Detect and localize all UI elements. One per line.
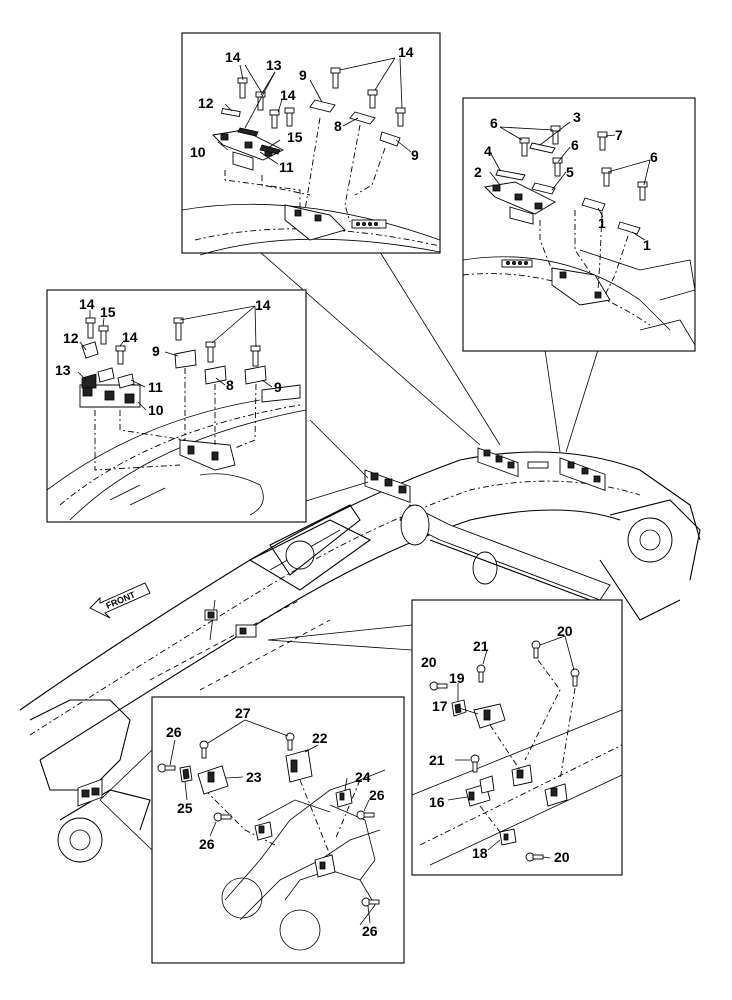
label-26: 26 xyxy=(199,836,215,852)
label-24: 24 xyxy=(355,769,371,785)
label-8: 8 xyxy=(334,118,342,134)
label-26: 26 xyxy=(369,787,385,803)
label-16: 16 xyxy=(429,794,445,810)
label-5: 5 xyxy=(566,164,574,180)
label-6: 6 xyxy=(490,115,498,131)
label-22: 22 xyxy=(312,730,328,746)
label-12: 12 xyxy=(198,95,214,111)
bolt-icon xyxy=(519,125,648,201)
label-8: 8 xyxy=(226,377,234,393)
label-9: 9 xyxy=(274,379,282,395)
label-13: 13 xyxy=(266,57,282,73)
label-19: 19 xyxy=(449,670,465,686)
label-18: 18 xyxy=(472,845,488,861)
boom-outline xyxy=(19,451,701,863)
detail-box-top: 14 13 14 9 12 14 8 15 10 11 9 xyxy=(181,32,441,256)
label-20: 20 xyxy=(554,849,570,865)
bolt-icon xyxy=(157,732,380,907)
label-14: 14 xyxy=(79,296,95,312)
label-27: 27 xyxy=(235,705,251,721)
detail-box-right: 3 6 7 6 4 2 6 5 1 1 xyxy=(462,97,696,352)
label-7: 7 xyxy=(615,127,623,143)
label-21: 21 xyxy=(429,752,445,768)
label-2: 2 xyxy=(474,164,482,180)
label-20: 20 xyxy=(421,654,437,670)
label-15: 15 xyxy=(287,129,303,145)
detail-box-left: 14 15 14 12 14 9 13 11 8 9 10 xyxy=(46,289,307,523)
label-9: 9 xyxy=(152,343,160,359)
label-13: 13 xyxy=(55,362,71,378)
label-26: 26 xyxy=(362,923,378,939)
label-26: 26 xyxy=(166,724,182,740)
bolt-icon xyxy=(85,317,261,367)
bolt-icon xyxy=(237,67,406,129)
label-14: 14 xyxy=(280,87,296,103)
label-3: 3 xyxy=(573,109,581,125)
bolt-icon xyxy=(429,640,580,862)
label-9: 9 xyxy=(299,67,307,83)
label-1: 1 xyxy=(598,215,606,231)
label-20: 20 xyxy=(557,623,573,639)
label-10: 10 xyxy=(190,144,206,160)
front-label: FRONT xyxy=(104,589,137,611)
label-10: 10 xyxy=(148,402,164,418)
label-11: 11 xyxy=(279,159,294,175)
front-arrow-icon: FRONT xyxy=(89,582,151,619)
label-14: 14 xyxy=(225,49,241,65)
label-25: 25 xyxy=(177,800,193,816)
detail-box-lower-left: 27 26 22 23 25 24 26 26 26 xyxy=(151,696,405,964)
label-23: 23 xyxy=(246,769,262,785)
label-11: 11 xyxy=(148,379,163,395)
label-14: 14 xyxy=(398,44,414,60)
label-14: 14 xyxy=(122,329,138,345)
label-6: 6 xyxy=(571,137,579,153)
label-6: 6 xyxy=(650,149,658,165)
label-15: 15 xyxy=(100,304,116,320)
label-12: 12 xyxy=(63,330,79,346)
detail-box-lower-right: 21 20 20 19 17 21 16 18 20 xyxy=(411,599,623,876)
label-4: 4 xyxy=(484,143,492,159)
label-1: 1 xyxy=(643,237,651,253)
boom-part-clusters xyxy=(77,447,606,807)
label-21: 21 xyxy=(473,638,489,654)
callout-connectors xyxy=(99,251,599,851)
label-17: 17 xyxy=(432,698,448,714)
label-14: 14 xyxy=(255,297,271,313)
label-9: 9 xyxy=(411,147,419,163)
